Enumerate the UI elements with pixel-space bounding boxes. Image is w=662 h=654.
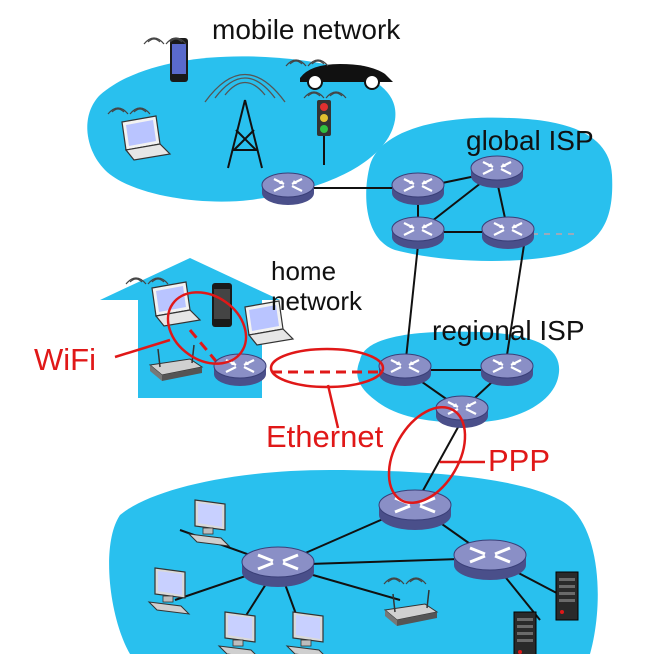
smartphone-icon <box>170 38 188 82</box>
router-icon <box>452 538 528 582</box>
ppp-label: PPP <box>488 443 550 478</box>
server-icon <box>513 611 537 654</box>
router-icon <box>479 352 535 388</box>
link <box>504 244 525 369</box>
ethernet-label: Ethernet <box>266 419 384 454</box>
wifi-label: WiFi <box>34 342 96 377</box>
router-icon <box>260 171 316 207</box>
wifi-highlight-ellipse <box>166 291 248 365</box>
car-icon <box>300 64 393 90</box>
regional-isp-label: regional ISP <box>432 315 585 346</box>
router-icon <box>240 545 316 589</box>
ppp-highlight-ellipse <box>387 405 467 505</box>
link <box>188 329 227 373</box>
router-icon <box>390 171 446 207</box>
highlights <box>114 291 485 505</box>
cell-tower-icon <box>204 74 286 169</box>
router-icon <box>377 488 453 532</box>
home-network-label-line1: home <box>271 256 336 286</box>
mobile-network-label: mobile network <box>212 14 401 45</box>
smartphone-icon <box>212 283 232 327</box>
traffic-light-icon <box>317 100 331 165</box>
home-network-label-line2: network <box>271 286 363 316</box>
router-icon <box>469 154 525 190</box>
router-icon <box>390 215 446 251</box>
server-icon <box>555 571 579 621</box>
global-isp-label: global ISP <box>466 125 594 156</box>
ethernet-highlight-ellipse <box>269 347 385 389</box>
router-icon <box>480 215 536 251</box>
router-icon <box>212 352 268 388</box>
router-icon <box>377 352 433 388</box>
link <box>404 244 419 369</box>
